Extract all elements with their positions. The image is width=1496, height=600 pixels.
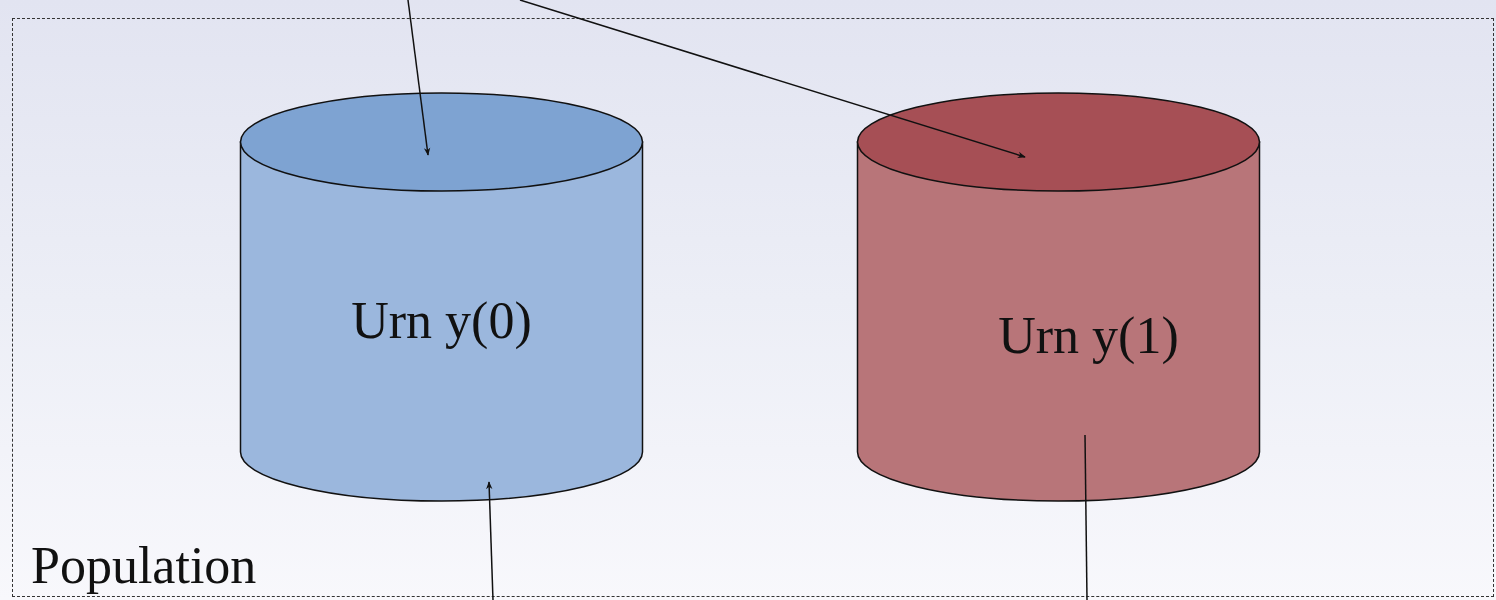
cylinder-body [858, 142, 1260, 501]
region-label: Population [31, 536, 256, 596]
cylinder-top [241, 93, 643, 191]
cylinder-shape [856, 92, 1261, 502]
cylinder-top [858, 93, 1260, 191]
urn-label: Urn y(1) [998, 306, 1179, 366]
urn-cylinder: Urn y(0) [239, 92, 644, 502]
cylinder-body [241, 142, 643, 501]
population-region: Population Urn y(0) Urn y(1) [12, 18, 1494, 597]
urn-cylinder: Urn y(1) [856, 92, 1261, 502]
urn-label: Urn y(0) [351, 291, 532, 351]
